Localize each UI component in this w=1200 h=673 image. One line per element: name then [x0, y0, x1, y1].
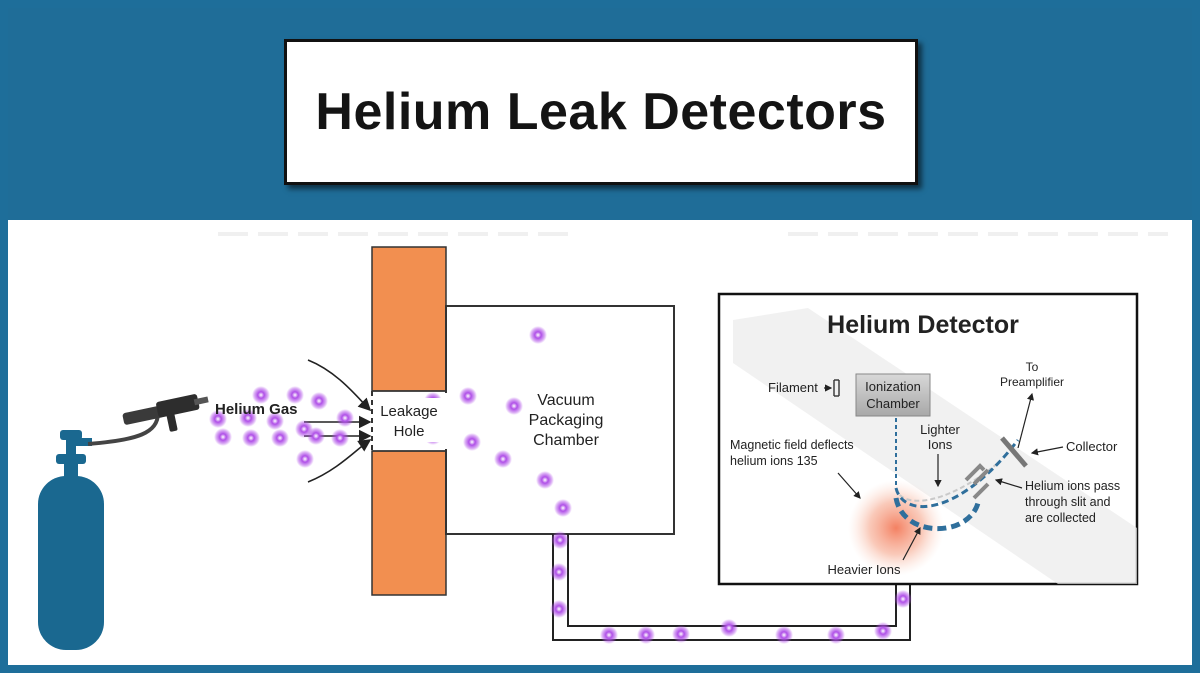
slit-piece [964, 463, 990, 486]
detector-backdrop [733, 308, 1137, 584]
leakage-hole-line-2: Hole [394, 423, 425, 440]
helium-particle [600, 626, 618, 644]
vacuum-chamber-line-3: Chamber [533, 432, 599, 449]
helium-particle [494, 450, 512, 468]
vacuum-chamber-line-1: Vacuum [537, 392, 595, 409]
title-banner: Helium Leak Detectors [8, 8, 1192, 220]
helium-particle [459, 387, 477, 405]
ionization-chamber-line-1: Ionization [865, 379, 921, 394]
helium-particle [239, 409, 257, 427]
helium-particle [554, 499, 572, 517]
helium-particle [551, 531, 569, 549]
filament-label: Filament [768, 380, 818, 395]
helium-pass-line-1: Helium ions pass [1025, 479, 1120, 493]
magnetic-field-line-1: Magnetic field deflects [730, 438, 854, 452]
helium-particle [550, 563, 568, 581]
vacuum-chamber-line-2: Packaging [529, 412, 604, 429]
chamber-opening [442, 393, 450, 449]
ionization-chamber-line-2: Chamber [866, 396, 920, 411]
gas-hose [87, 412, 160, 446]
slit-piece-lower [972, 482, 990, 500]
helium-particle [336, 409, 354, 427]
magnetic-field-line-2: helium ions 135 [730, 454, 818, 468]
ionization-chamber [855, 373, 931, 417]
helium-particle [775, 626, 793, 644]
leak-detection-diagram: Helium Gas Leakage Hole Vacuum Packaging… [38, 232, 1168, 650]
detector-title: Helium Detector [827, 311, 1019, 339]
helium-particle [672, 625, 690, 643]
helium-particle [637, 626, 655, 644]
collector-arrow [1030, 446, 1064, 456]
helium-particle [242, 429, 260, 447]
helium-particle [310, 392, 328, 410]
preamplifier-line-1: To [1026, 360, 1039, 374]
title-box: Helium Leak Detectors [284, 39, 918, 185]
helium-particle [214, 428, 232, 446]
page-title: Helium Leak Detectors [315, 83, 887, 141]
helium-particle [286, 386, 304, 404]
helium-particle [266, 412, 284, 430]
helium-particle [827, 626, 845, 644]
spray-nozzle [122, 394, 209, 432]
helium-particle [307, 427, 325, 445]
vacuum-chamber-label: Vacuum Packaging Chamber [529, 392, 604, 449]
wall-upper [371, 246, 447, 392]
preamplifier-arrow [1017, 392, 1034, 449]
lighter-ions-line-1: Lighter [920, 422, 960, 437]
helium-particle [296, 450, 314, 468]
lighter-ions-line-2: Ions [928, 437, 953, 452]
leakage-hole-label: Leakage Hole [374, 398, 444, 442]
helium-particle [331, 429, 349, 447]
helium-particle [894, 590, 912, 608]
ion-paths [893, 418, 1020, 532]
magnetic-field-arrow [837, 472, 861, 499]
helium-pass-arrow [994, 478, 1023, 489]
helium-particle [536, 471, 554, 489]
helium-particles [209, 326, 912, 644]
helium-particle [209, 410, 227, 428]
helium-particle [271, 429, 289, 447]
heavier-ions-label: Heavier Ions [828, 562, 901, 577]
helium-particle [874, 622, 892, 640]
heavier-ions-arrow [902, 526, 921, 561]
helium-detector-panel: Helium Detector Filament Ionization Cham… [717, 292, 1139, 586]
leakage-hole-line-1: Leakage [380, 403, 438, 420]
helium-ion-path [894, 439, 1020, 508]
filament-icon [833, 379, 840, 397]
helium-pass-line-2: through slit and [1025, 495, 1111, 509]
helium-particle [463, 433, 481, 451]
helium-particle [505, 397, 523, 415]
preamplifier-line-2: Preamplifier [1000, 375, 1064, 389]
diagram-frame: Helium Leak Detectors [8, 8, 1192, 665]
helium-particle [252, 386, 270, 404]
collector-label: Collector [1066, 439, 1118, 454]
helium-gas-label: Helium Gas [215, 401, 298, 418]
magnetic-field-glow [848, 480, 944, 576]
collector-plate [1000, 436, 1028, 468]
wall-lower [371, 450, 447, 596]
helium-particle [550, 600, 568, 618]
helium-particle [529, 326, 547, 344]
helium-pass-line-3: are collected [1025, 511, 1096, 525]
helium-cylinder [38, 430, 104, 650]
helium-particle [720, 619, 738, 637]
